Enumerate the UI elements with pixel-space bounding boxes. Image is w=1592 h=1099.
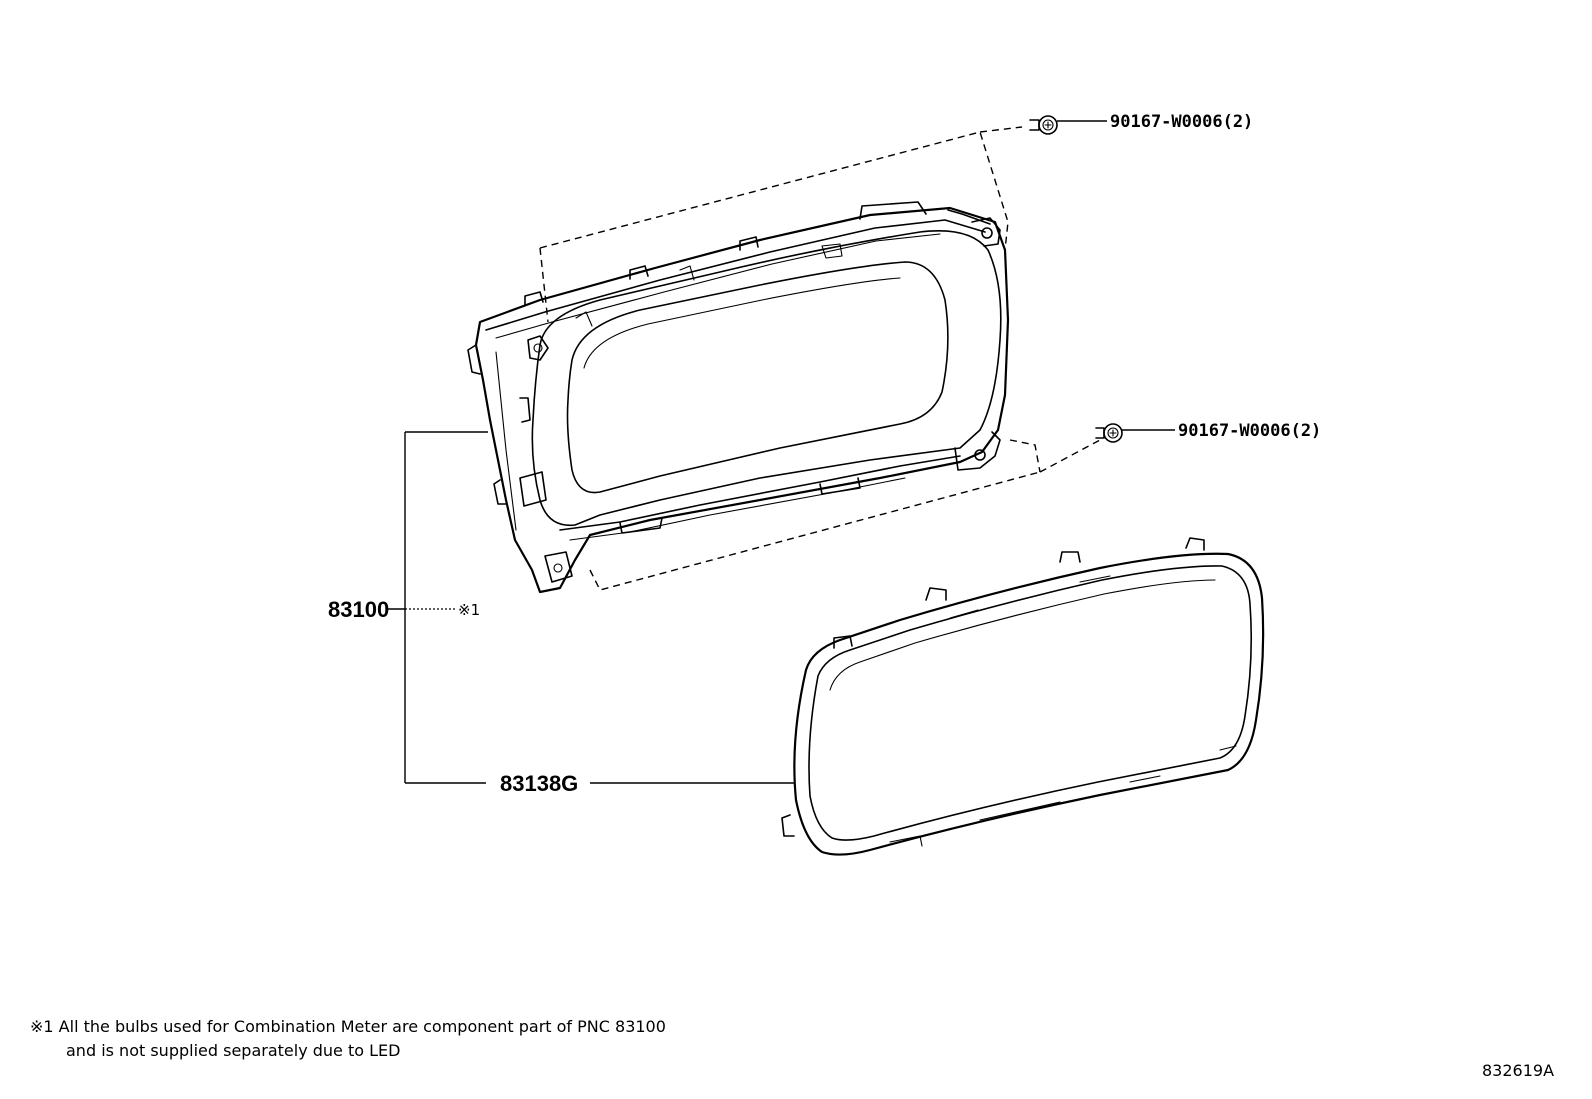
- screw-upper[interactable]: [1029, 115, 1107, 135]
- label-note-marker: ※1: [458, 601, 480, 619]
- footnote-line-2: and is not supplied separately due to LE…: [66, 1041, 400, 1060]
- assembly-dashed-outline: [539, 126, 1101, 591]
- label-screw-upper: 90167-W0006(2): [1110, 112, 1253, 132]
- leader-lines: [386, 431, 795, 784]
- diagram-reference-number: 832619A: [1482, 1061, 1554, 1080]
- label-combination-meter: 83100: [328, 597, 389, 622]
- footnote-line-1: ※1 All the bulbs used for Combination Me…: [30, 1017, 666, 1036]
- label-screw-lower: 90167-W0006(2): [1178, 421, 1321, 441]
- meter-glass[interactable]: [781, 537, 1265, 856]
- screw-lower[interactable]: [1095, 423, 1175, 443]
- label-meter-glass: 83138G: [500, 771, 578, 796]
- combination-meter-assembly[interactable]: [467, 201, 1010, 594]
